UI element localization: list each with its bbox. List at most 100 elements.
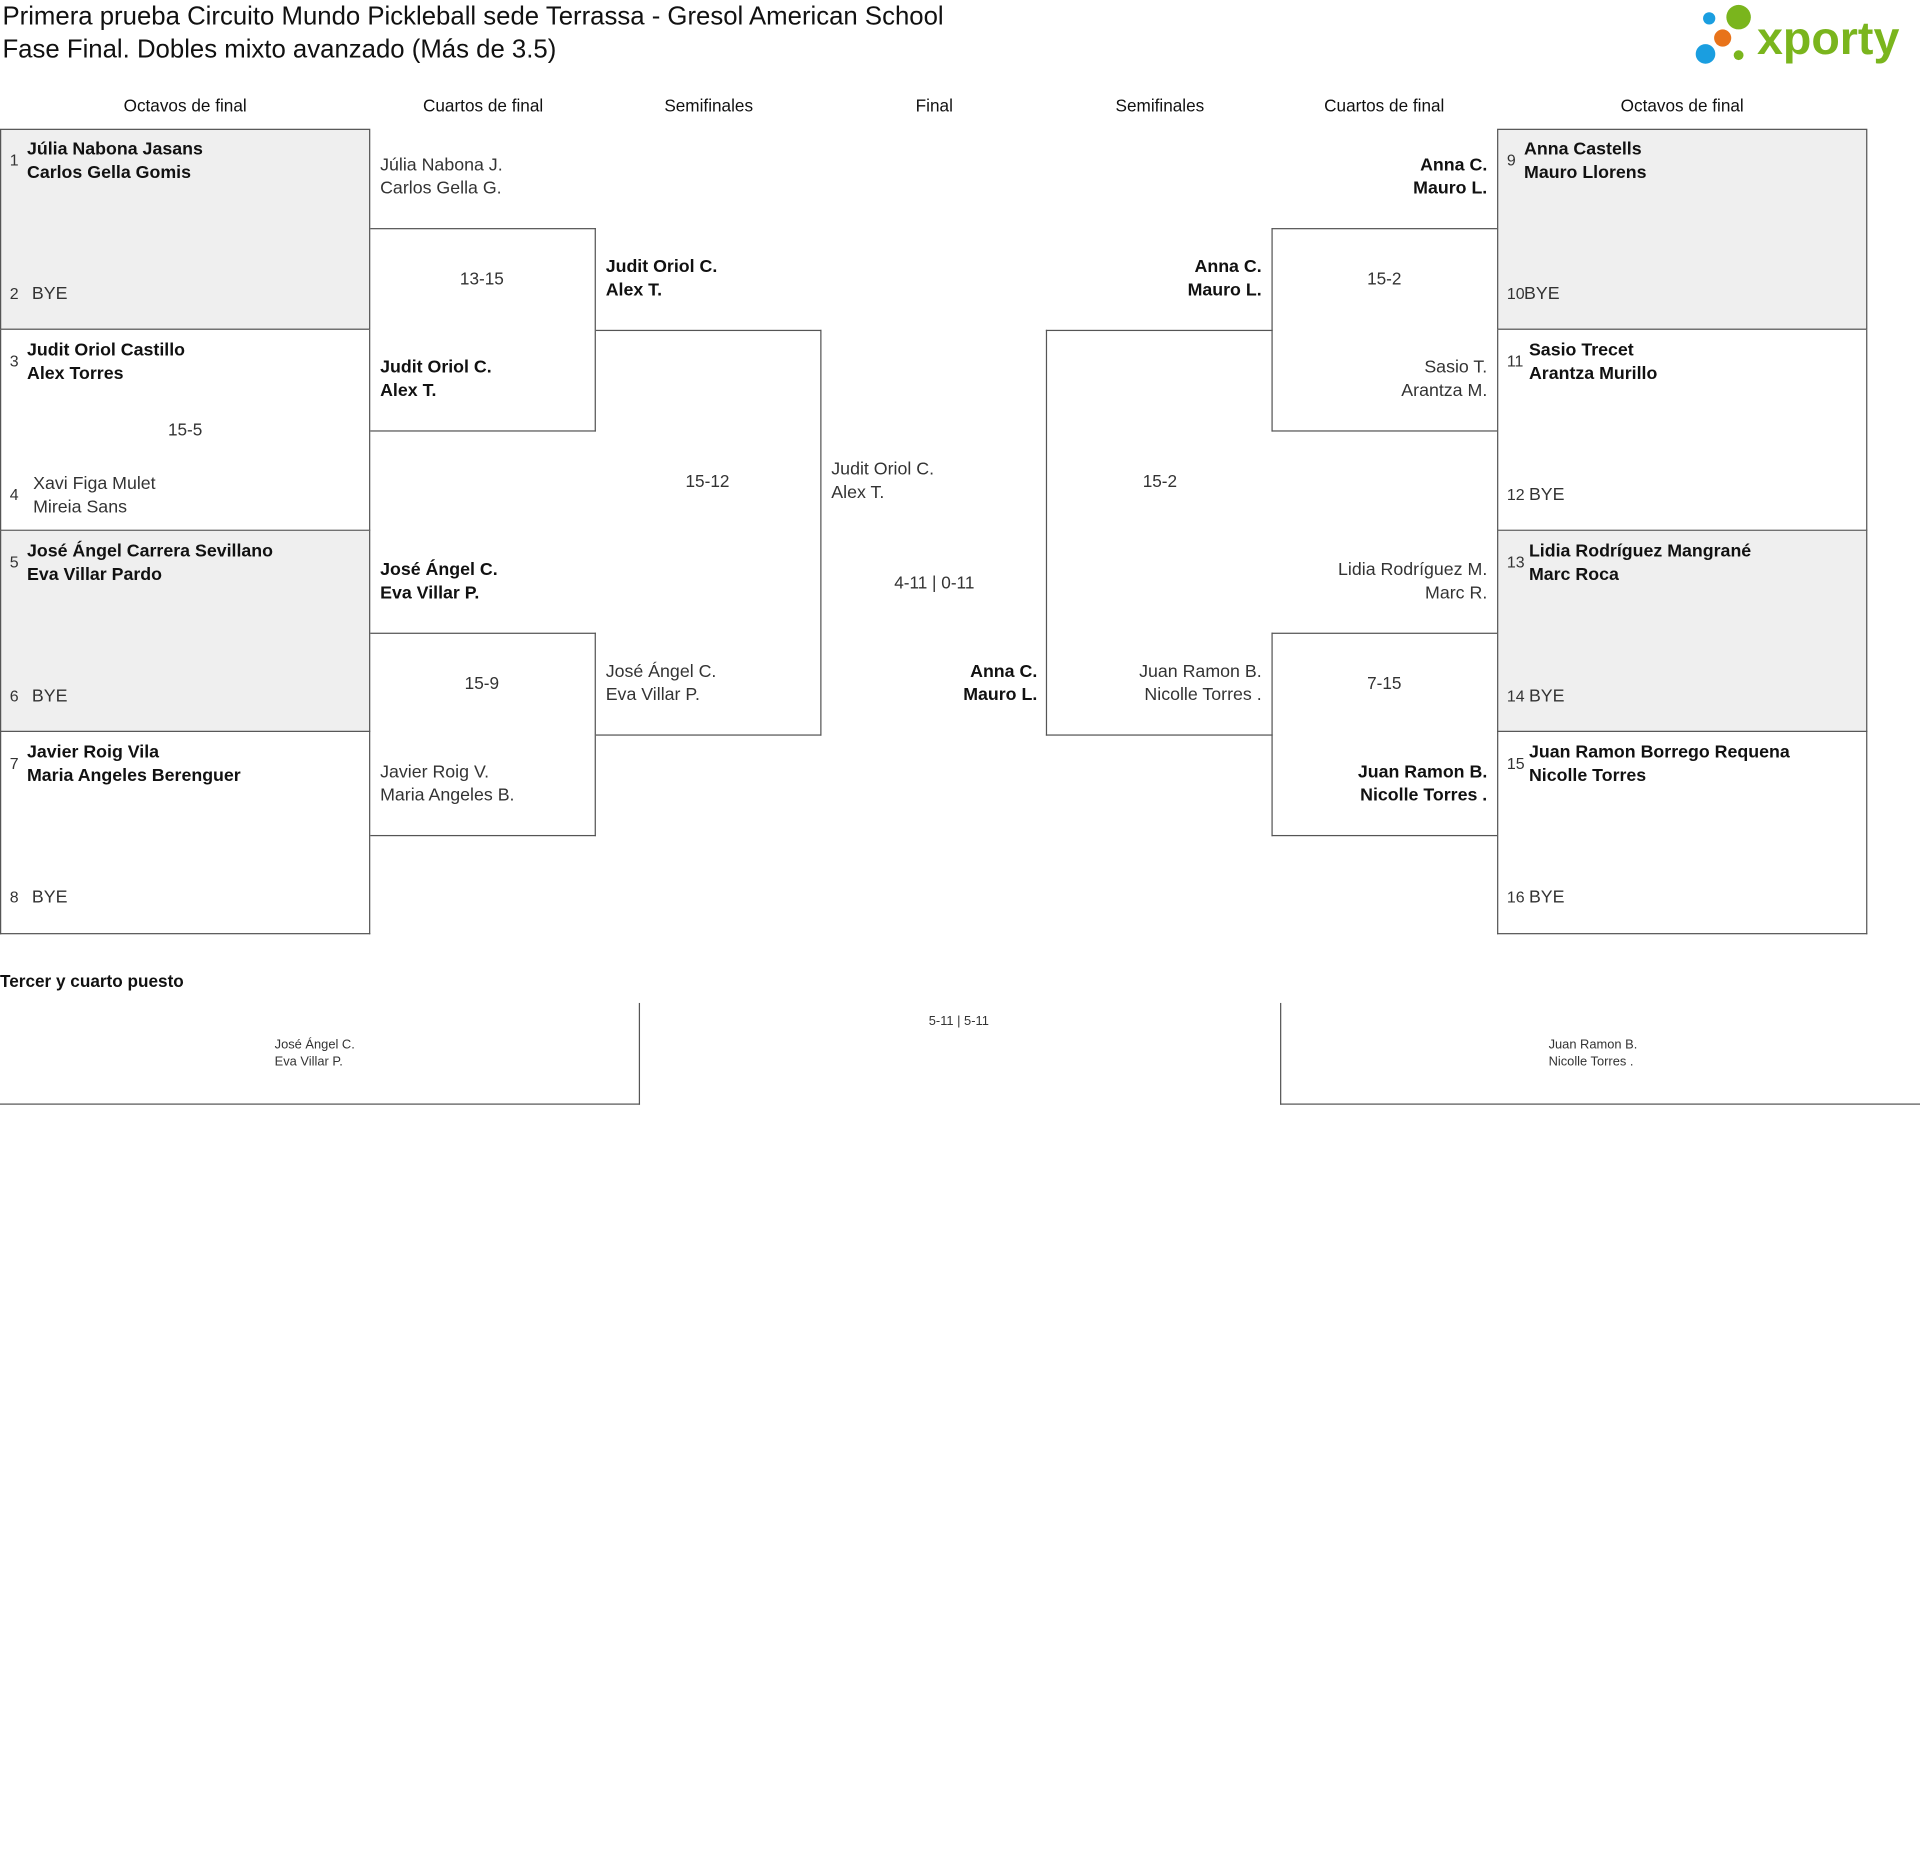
player-name: Judit Oriol Castillo — [26, 340, 186, 361]
player-name: Alex T. — [831, 483, 885, 503]
seed-number: 16 — [1506, 887, 1525, 907]
player-name: BYE — [1528, 686, 1565, 707]
seed-number: 6 — [9, 686, 19, 706]
qf-team-winner[interactable]: José Ángel C.Eva Villar P. — [380, 559, 498, 606]
third-place-team[interactable]: Juan Ramon B. Nicolle Torres . — [1549, 1036, 1638, 1070]
seed-number: 12 — [1506, 485, 1525, 504]
player-name: Nicolle Torres . — [1548, 1054, 1634, 1070]
final-score: 4-11 | 0-11 — [894, 572, 975, 593]
sf-team[interactable]: Juan Ramon B. Nicolle Torres . — [1139, 661, 1262, 708]
player-name: Javier Roig Vila — [26, 743, 160, 763]
player-name: Nicolle Torres . — [1144, 685, 1262, 706]
seed-number: 10 — [1506, 284, 1525, 303]
player-name: Júlia Nabona Jasans — [26, 139, 203, 160]
bye-label: BYE — [1524, 283, 1560, 306]
qf-team-winner[interactable]: Judit Oriol C.Alex T. — [380, 357, 492, 404]
player-name: Mauro L. — [1413, 179, 1488, 199]
qf-match-box — [1271, 632, 1498, 837]
round-header-r16-left: Octavos de final — [123, 95, 247, 116]
sf-team-winner[interactable]: Anna C.Mauro L. — [1188, 256, 1262, 303]
seed-number: 4 — [9, 485, 19, 504]
player-name: Eva Villar P. — [605, 685, 700, 706]
player-name: Mauro Llorens — [1524, 163, 1647, 183]
r16-match-box — [1497, 329, 1868, 531]
final-team[interactable]: Judit Oriol C. Alex T. — [831, 459, 934, 506]
player-name: BYE — [31, 887, 68, 908]
bye-label: BYE — [32, 886, 68, 909]
player-name: Marc R. — [1425, 583, 1488, 604]
seed-number: 8 — [9, 887, 19, 907]
qf-team-winner[interactable]: Anna C.Mauro L. — [1413, 154, 1487, 201]
final-team-winner[interactable]: Anna C. Mauro L. — [963, 661, 1037, 708]
player-name: Anna C. — [970, 662, 1038, 682]
round-header-sf-right: Semifinales — [1115, 95, 1205, 116]
player-name: José Ángel C. — [274, 1037, 355, 1052]
player-name: Mireia Sans — [33, 497, 127, 518]
third-place-title: Tercer y cuarto puesto — [0, 971, 184, 991]
player-name: Nicolle Torres . — [1360, 785, 1488, 806]
round-header-qf-left: Cuartos de final — [422, 95, 544, 116]
player-name: Sasio Trecet — [1528, 340, 1634, 361]
seed-number: 2 — [9, 284, 19, 303]
r16-match-box — [0, 731, 371, 935]
match-score: 15-2 — [1367, 268, 1402, 289]
seed-number: 15 — [1506, 754, 1525, 773]
player-name: Xavi Figa Mulet — [33, 474, 156, 495]
player-name: Juan Ramon B. — [1139, 662, 1262, 682]
sf-team[interactable]: José Ángel C. Eva Villar P. — [606, 661, 717, 708]
player-name: Juan Ramon B. — [1548, 1037, 1638, 1052]
seed-number: 5 — [9, 552, 19, 572]
qf-match-box — [1271, 228, 1498, 432]
seed-number: 13 — [1506, 552, 1525, 572]
r16-match-box — [1497, 128, 1868, 330]
player-name: Judit Oriol C. — [380, 358, 492, 378]
player-name: José Ángel C. — [605, 662, 717, 682]
player-name: Nicolle Torres — [1528, 766, 1647, 786]
r16-match-box — [0, 530, 371, 732]
sf-match-box — [595, 329, 822, 736]
third-place-team[interactable]: José Ángel C. Eva Villar P. — [275, 1036, 355, 1070]
bye-label: BYE — [1529, 886, 1565, 909]
qf-match-box — [370, 632, 596, 837]
seed-number: 7 — [9, 754, 19, 773]
player-name: José Ángel Carrera Sevillano — [26, 541, 274, 562]
third-place-right-box — [1280, 1002, 1920, 1105]
player-name: Marc Roca — [1528, 565, 1619, 585]
phase-title: Fase Final. Dobles mixto avanzado (Más d… — [2, 35, 557, 64]
player-name: Arantza M. — [1401, 381, 1488, 401]
player-name: BYE — [1528, 485, 1565, 506]
player-name: Alex T. — [605, 280, 663, 301]
tournament-title: Primera prueba Circuito Mundo Pickleball… — [2, 2, 944, 31]
seed-number: 3 — [9, 351, 19, 371]
third-place-left-box — [0, 1002, 641, 1105]
player-name: Alex Torres — [26, 364, 124, 384]
player-name: Carlos Gella G. — [380, 179, 502, 199]
player-name: Mauro L. — [963, 685, 1038, 706]
player-name: Maria Angeles Berenguer — [26, 766, 241, 786]
match-score: 13-15 — [459, 268, 504, 289]
bye-label: BYE — [32, 283, 68, 306]
qf-team-winner[interactable]: Juan Ramon B.Nicolle Torres . — [1358, 761, 1487, 808]
qf-team[interactable]: Sasio T.Arantza M. — [1401, 357, 1487, 404]
qf-team[interactable]: Lidia Rodríguez M.Marc R. — [1338, 559, 1487, 606]
qf-match-box — [370, 228, 596, 432]
seed-number: 14 — [1506, 686, 1525, 706]
sf-team-winner[interactable]: Judit Oriol C.Alex T. — [606, 256, 718, 303]
player-name: Eva Villar P. — [380, 583, 480, 604]
player-name: Eva Villar P. — [274, 1054, 343, 1070]
player-name: Judit Oriol C. — [831, 459, 935, 480]
third-place-score: 5-11 | 5-11 — [928, 1013, 989, 1029]
qf-team[interactable]: Javier Roig V.Maria Angeles B. — [380, 761, 514, 808]
qf-team[interactable]: Júlia Nabona J.Carlos Gella G. — [380, 154, 503, 201]
player-name: Carlos Gella Gomis — [26, 163, 192, 183]
